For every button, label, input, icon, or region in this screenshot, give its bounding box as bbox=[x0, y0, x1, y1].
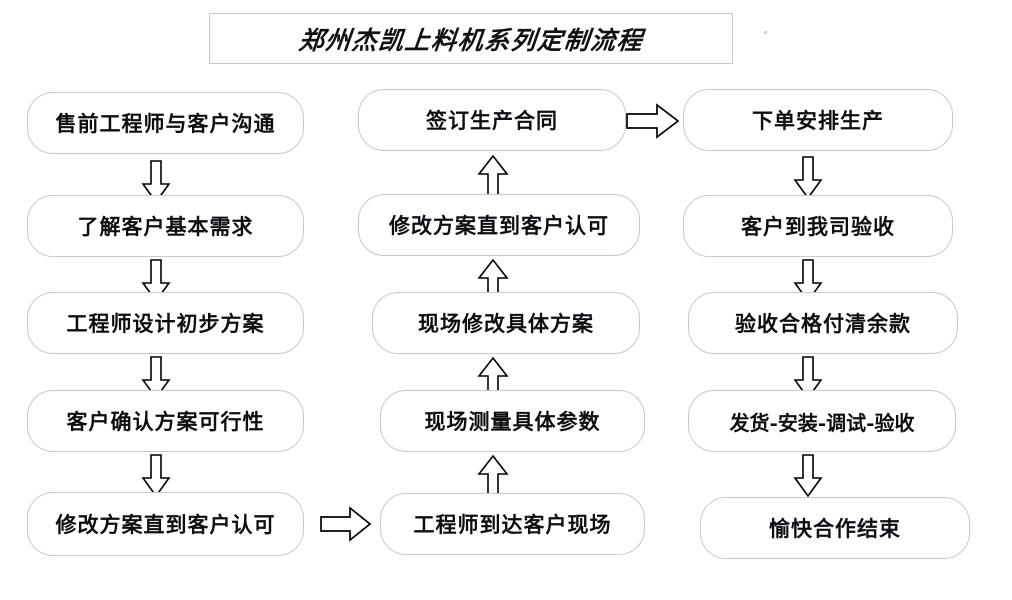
arrow-down-n3-n4 bbox=[141, 356, 171, 400]
process-node-presales-communication[interactable]: 售前工程师与客户沟通 bbox=[27, 92, 304, 154]
process-node-revise-until-approved-2[interactable]: 修改方案直到客户认可 bbox=[358, 194, 640, 256]
process-node-label: 工程师设计初步方案 bbox=[66, 311, 265, 336]
process-node-initial-design[interactable]: 工程师设计初步方案 bbox=[27, 292, 304, 354]
process-node-label: 愉快合作结束 bbox=[769, 516, 901, 541]
process-node-label: 客户确认方案可行性 bbox=[66, 409, 265, 434]
process-node-label: 现场修改具体方案 bbox=[418, 311, 594, 336]
process-node-engineer-arrives-onsite[interactable]: 工程师到达客户现场 bbox=[380, 493, 645, 555]
process-node-label: 修改方案直到客户认可 bbox=[55, 512, 276, 537]
arrow-down-n11-n12 bbox=[793, 156, 823, 200]
process-node-sign-contract[interactable]: 签订生产合同 bbox=[358, 89, 626, 151]
arrow-right-n6-n11 bbox=[626, 103, 680, 139]
process-node-label: 售前工程师与客户沟通 bbox=[55, 111, 276, 136]
process-node-label: 验收合格付清余款 bbox=[735, 311, 911, 336]
arrow-down-n13-n14 bbox=[793, 356, 823, 400]
chart-title-box: 郑州杰凯上料机系列定制流程 bbox=[209, 13, 733, 64]
process-node-onsite-measure-params[interactable]: 现场测量具体参数 bbox=[380, 390, 645, 452]
process-node-label: 下单安排生产 bbox=[752, 108, 884, 133]
arrow-right-n5-n10 bbox=[320, 506, 372, 542]
process-node-label: 现场测量具体参数 bbox=[424, 409, 601, 434]
stray-dot-artifact bbox=[764, 31, 767, 34]
process-node-label: 客户到我司验收 bbox=[741, 214, 895, 239]
arrow-up-n7-n6 bbox=[477, 154, 509, 198]
process-node-label: 工程师到达客户现场 bbox=[413, 512, 612, 537]
process-node-pay-balance-after-acceptance[interactable]: 验收合格付清余款 bbox=[688, 292, 958, 354]
arrow-down-n4-n5 bbox=[141, 454, 171, 498]
process-node-customer-inspect-at-factory[interactable]: 客户到我司验收 bbox=[683, 195, 953, 257]
process-node-label: 了解客户基本需求 bbox=[77, 214, 254, 239]
process-node-revise-until-approved-1[interactable]: 修改方案直到客户认可 bbox=[27, 492, 304, 556]
arrow-up-n10-n9 bbox=[477, 454, 509, 498]
chart-title-text: 郑州杰凯上料机系列定制流程 bbox=[297, 25, 645, 55]
process-node-place-order-production[interactable]: 下单安排生产 bbox=[683, 89, 953, 151]
arrow-down-n1-n2 bbox=[141, 160, 171, 204]
process-node-label: 发货-安装-调试-验收 bbox=[729, 410, 915, 435]
process-node-feasibility-confirm[interactable]: 客户确认方案可行性 bbox=[27, 390, 304, 452]
process-node-understand-requirements[interactable]: 了解客户基本需求 bbox=[27, 195, 304, 257]
process-node-onsite-revise-plan[interactable]: 现场修改具体方案 bbox=[372, 292, 640, 354]
process-node-ship-install-debug-accept[interactable]: 发货-安装-调试-验收 bbox=[688, 390, 956, 452]
process-node-label: 修改方案直到客户认可 bbox=[389, 213, 609, 238]
arrow-down-n14-n15 bbox=[793, 454, 823, 498]
process-node-label: 签订生产合同 bbox=[426, 108, 558, 133]
process-node-cooperation-complete[interactable]: 愉快合作结束 bbox=[700, 497, 970, 559]
